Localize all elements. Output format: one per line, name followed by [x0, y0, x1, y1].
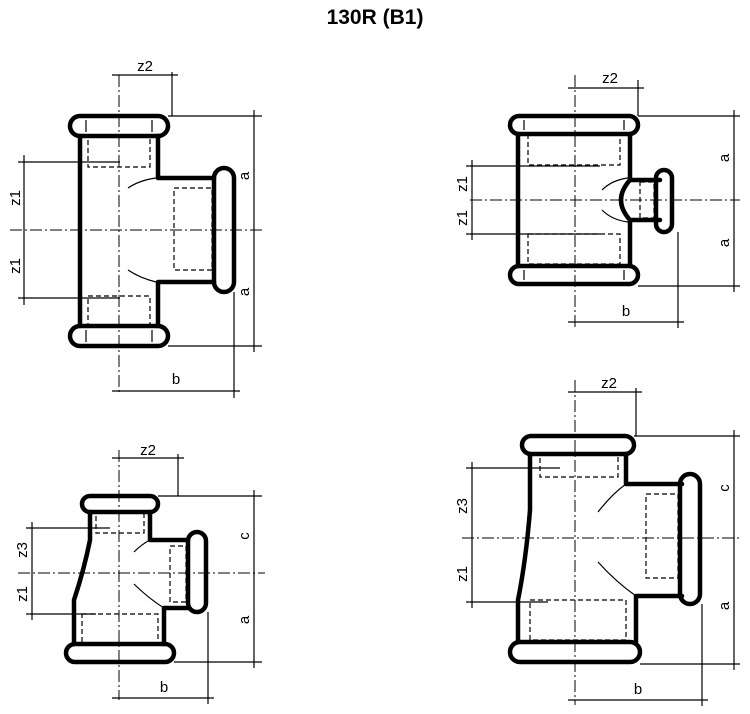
- fig1-z1-bottom-label: z1: [7, 258, 24, 274]
- fig4-z2-label: z2: [601, 375, 617, 392]
- fig2-z1-bottom-label: z1: [454, 210, 471, 226]
- fig2-a-top-label: a: [716, 153, 733, 162]
- fig4-z3-label: z3: [454, 498, 471, 514]
- fig1-b-label: b: [172, 371, 180, 388]
- fig4-reducing-tee: [462, 380, 740, 706]
- fig1-equal-tee: [10, 72, 265, 398]
- fig1-z2-label: z2: [137, 58, 153, 75]
- fig2-b-label: b: [622, 303, 630, 320]
- fig2-reduced-branch-tee: [466, 75, 740, 330]
- fig3-z2-label: z2: [140, 442, 156, 459]
- fig1-a-bottom-label: a: [236, 287, 253, 296]
- fig2-z1-top-label: z1: [454, 176, 471, 192]
- fig1-a-top-label: a: [236, 171, 253, 180]
- fig4-b-label: b: [634, 681, 642, 698]
- fig4-a-label: a: [716, 601, 733, 610]
- fig4-c-label: c: [716, 484, 733, 492]
- fig2-z2-label: z2: [602, 70, 618, 87]
- fig3-z3-label: z3: [14, 542, 31, 558]
- fig3-a-label: a: [236, 615, 253, 624]
- fig3-c-label: c: [236, 532, 253, 540]
- fig1-z1-top-label: z1: [7, 190, 24, 206]
- fig3-reducing-tee: [18, 450, 265, 704]
- fig3-b-label: b: [160, 679, 168, 696]
- fig3-z1-label: z1: [14, 586, 31, 602]
- fig4-z1-label: z1: [454, 566, 471, 582]
- drawing-title: 130R (B1): [326, 6, 424, 29]
- fig2-a-bottom-label: a: [716, 238, 733, 247]
